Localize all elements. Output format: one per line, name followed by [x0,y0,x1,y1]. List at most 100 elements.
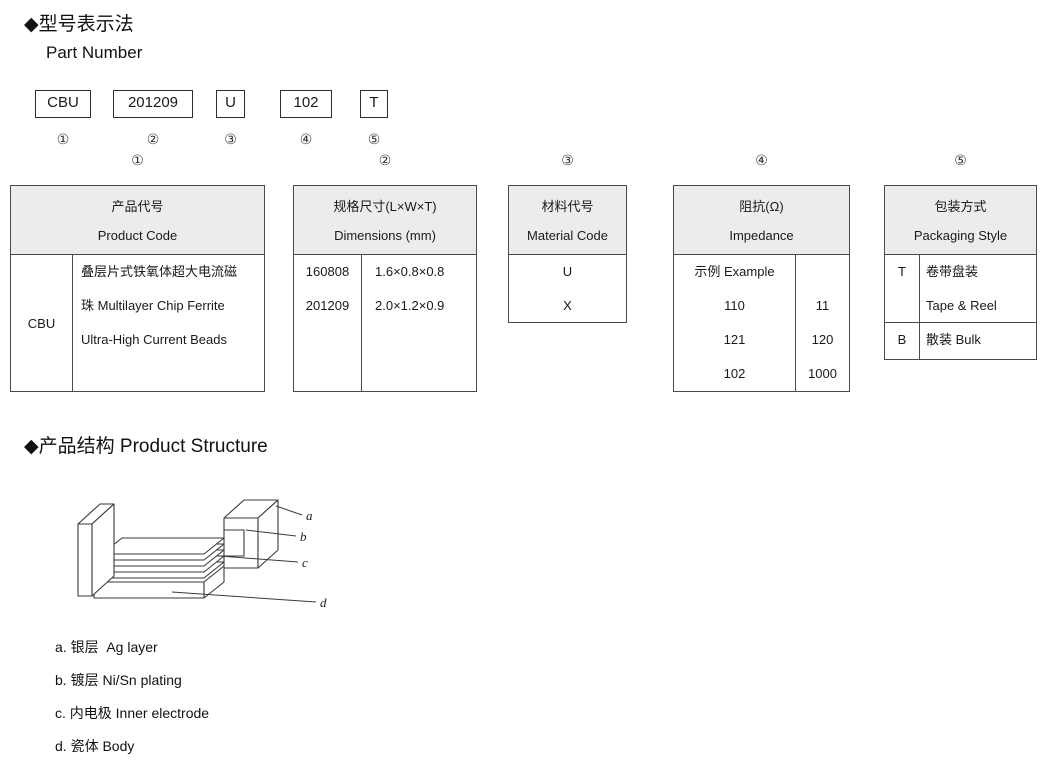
segment-mark-3: ③ [224,131,237,147]
product-code-value: CBU [27,315,56,331]
column-material-codes: U X [509,255,626,322]
segment-mark-1: ① [56,131,70,147]
table-product-code-header: 产品代号 Product Code [11,186,264,255]
leader-lines [171,505,317,603]
table-impedance-body: 示例 Example 110 121 102 11 120 1000 [674,255,849,391]
part-number-segment-dimensions: 201209 [113,90,193,118]
leader-line-b [245,529,297,537]
header-zh: 产品代号 [111,199,164,214]
packaging-desc-line: 散装 Bulk [926,332,981,347]
packaging-row-tape-reel: T 卷带盘装 Tape & Reel [885,255,1036,323]
description-line: 珠 Multilayer Chip Ferrite [81,298,225,313]
legend-item-ag-layer: a. 银层 Ag layer [55,639,158,655]
leader-line-a [275,505,303,516]
leader-line-c [219,555,299,563]
cell-product-description: 叠层片式铁氧体超大电流磁 珠 Multilayer Chip Ferrite U… [73,255,264,391]
table-product-code-body: CBU 叠层片式铁氧体超大电流磁 珠 Multilayer Chip Ferri… [11,255,264,391]
segment-mark-5: ⑤ [367,131,381,147]
packaging-code-value: B [897,332,907,347]
size-value: 2.0×1.2×0.9 [375,298,445,313]
packaging-desc-line: Tape & Reel [926,298,997,313]
part-number-segment-material: U [216,90,245,118]
part-number-segment-packaging: T [360,90,388,118]
column-size-codes: 160808 201209 [294,255,362,391]
table-mark-1: ① [131,152,144,168]
header-en: Impedance [729,228,794,243]
packaging-code: B [885,323,920,359]
section-title-part-number-zh: ◆型号表示法 [24,14,134,35]
column-impedance-values: 11 120 1000 [796,255,849,391]
cell-product-code: CBU [11,255,73,391]
inner-electrode-layers [101,537,225,579]
size-code: 160808 [305,264,350,279]
table-dimensions: 规格尺寸(L×W×T) Dimensions (mm) 160808 20120… [293,185,477,392]
column-size-values: 1.6×0.8×0.8 2.0×1.2×0.9 [362,255,476,391]
impedance-value: 120 [811,332,834,347]
material-code: X [563,298,572,313]
legend-item-inner-electrode: c. 内电极 Inner electrode [55,705,210,721]
diagram-labels: a b c d [300,508,327,610]
impedance-code: 102 [723,366,746,381]
diagram-label-d: d [320,595,327,610]
header-zh: 包装方式 [934,199,987,214]
impedance-value: 1000 [808,366,837,381]
table-packaging: 包装方式 Packaging Style T 卷带盘装 Tape & Reel … [884,185,1037,360]
right-termination-cap [223,499,279,569]
legend-item-body: d. 瓷体 Body [55,738,135,754]
ceramic-body [93,565,225,599]
size-code: 201209 [305,298,350,313]
impedance-example-label: 示例 Example [694,264,775,279]
section-title-product-structure: ◆产品结构 Product Structure [24,436,268,457]
description-line: 叠层片式铁氧体超大电流磁 [81,264,238,279]
table-impedance-header: 阻抗(Ω) Impedance [674,186,849,255]
packaging-code: T [885,255,920,322]
header-en: Material Code [527,228,608,243]
material-code: U [562,264,573,279]
impedance-code: 110 [724,298,745,313]
size-value: 1.6×0.8×0.8 [375,264,445,279]
description-line: Ultra-High Current Beads [81,332,227,347]
table-impedance: 阻抗(Ω) Impedance 示例 Example 110 121 102 1… [673,185,850,392]
column-impedance-codes: 示例 Example 110 121 102 [674,255,796,391]
segment-mark-2: ② [146,131,160,147]
header-en: Packaging Style [913,228,1008,243]
impedance-code: 121 [723,332,746,347]
leader-line-d [171,591,317,603]
impedance-value-blank [796,255,849,289]
header-zh: 规格尺寸(L×W×T) [333,199,437,214]
section-title-part-number-en: Part Number [46,43,143,62]
table-mark-2: ② [378,152,392,168]
diagram-label-c: c [302,555,308,570]
table-dimensions-header: 规格尺寸(L×W×T) Dimensions (mm) [294,186,476,255]
packaging-desc: 卷带盘装 Tape & Reel [920,255,1036,322]
table-packaging-body: T 卷带盘装 Tape & Reel B 散装 Bulk [885,255,1036,359]
product-structure-diagram: a b c d [77,499,327,610]
table-packaging-header: 包装方式 Packaging Style [885,186,1036,255]
table-material-body: U X [509,255,626,322]
packaging-code-value: T [898,264,906,279]
part-number-segment-product-code: CBU [35,90,91,118]
header-en: Product Code [97,228,178,243]
table-dimensions-body: 160808 201209 1.6×0.8×0.8 2.0×1.2×0.9 [294,255,476,391]
diagram-label-b: b [300,529,307,544]
packaging-desc: 散装 Bulk [920,323,1036,359]
table-mark-5: ⑤ [954,152,967,168]
table-material-code: 材料代号 Material Code U X [508,185,627,323]
structure-legend: a. 银层 Ag layer b. 镀层 Ni/Sn plating c. 内电… [55,631,209,763]
header-zh: 阻抗(Ω) [739,199,784,214]
chip-bead-drawing [77,499,317,603]
header-zh: 材料代号 [541,199,594,214]
packaging-row-bulk: B 散装 Bulk [885,323,1036,359]
impedance-value: 11 [815,298,830,313]
part-number-segment-impedance: 102 [280,90,332,118]
packaging-desc-line: 卷带盘装 [926,264,979,279]
segment-mark-4: ④ [299,131,313,147]
table-mark-4: ④ [755,152,768,168]
table-product-code: 产品代号 Product Code CBU 叠层片式铁氧体超大电流磁 珠 Mul… [10,185,265,392]
table-mark-3: ③ [561,152,574,168]
left-termination [77,503,115,597]
table-material-header: 材料代号 Material Code [509,186,626,255]
header-en: Dimensions (mm) [334,228,436,243]
diagram-label-a: a [306,508,313,523]
